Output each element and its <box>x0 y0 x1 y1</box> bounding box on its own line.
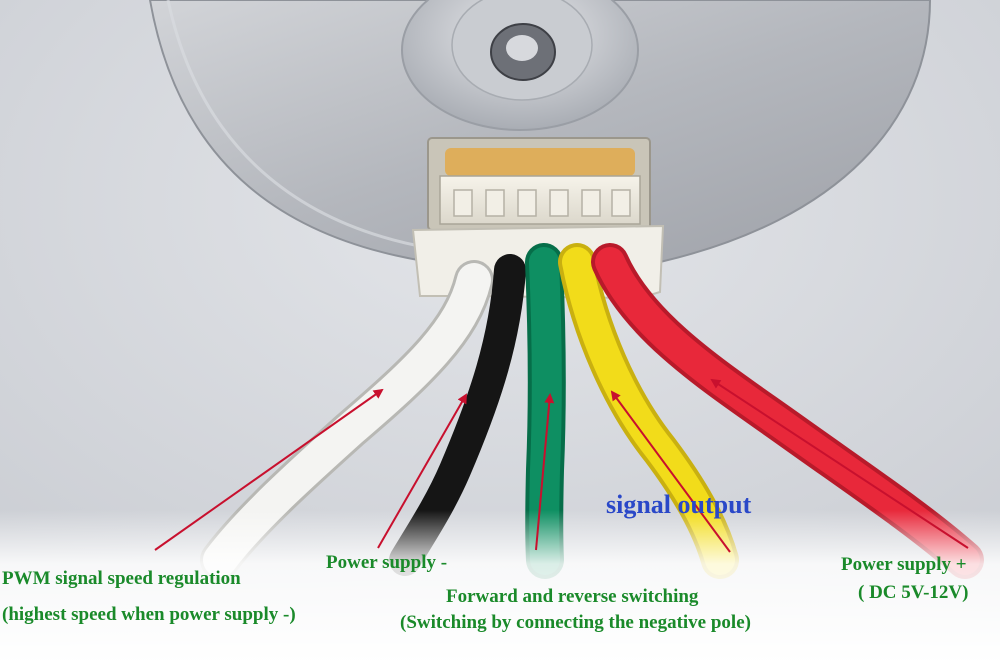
label-signal-output: signal output <box>606 490 752 519</box>
arrow-power-plus <box>710 378 969 549</box>
label-power-minus: Power supply - <box>326 552 448 573</box>
label-pwm-note: (highest speed when power supply -) <box>2 604 296 625</box>
label-band <box>0 510 1000 664</box>
connector-label <box>445 148 635 176</box>
arrow-power-minus <box>377 393 467 549</box>
arrow-pwm <box>154 388 384 551</box>
motor-disc-rim <box>166 0 431 250</box>
annotation-arrows <box>154 378 969 553</box>
connector-pins <box>453 189 631 217</box>
connector-body <box>439 175 641 225</box>
motor-shaft-tip <box>506 35 538 61</box>
arrow-forward <box>535 393 555 551</box>
label-forward-reverse: Forward and reverse switching <box>446 586 699 607</box>
label-pwm-signal: PWM signal speed regulation <box>2 568 241 589</box>
label-voltage-range: ( DC 5V-12V) <box>858 582 969 603</box>
label-power-plus: Power supply + <box>841 554 967 575</box>
label-forward-note: (Switching by connecting the negative po… <box>400 612 751 633</box>
arrow-signal <box>610 390 731 553</box>
